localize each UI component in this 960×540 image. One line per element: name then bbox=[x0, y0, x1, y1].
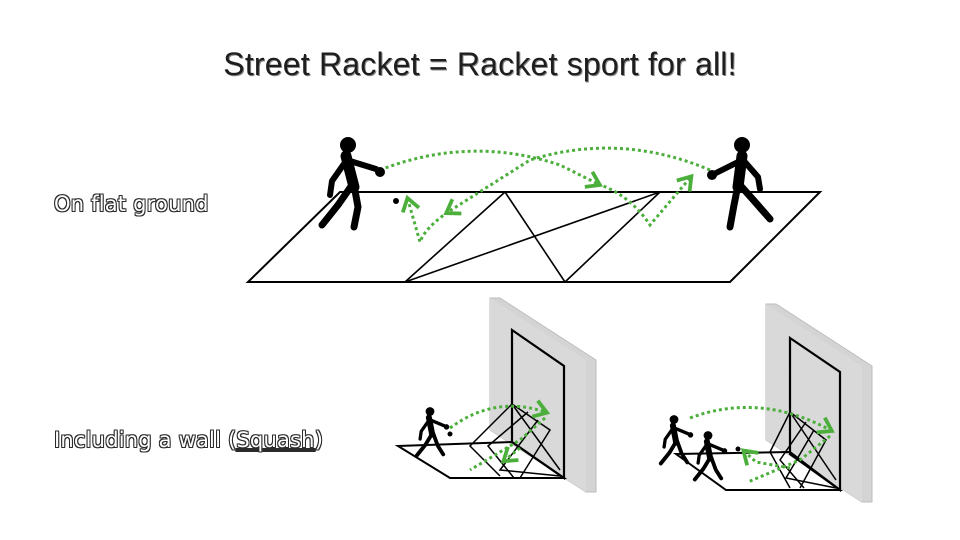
player-figure-icon bbox=[707, 137, 774, 231]
wall-floor bbox=[394, 440, 568, 479]
flat-court-line bbox=[564, 191, 661, 283]
flat-court bbox=[245, 191, 823, 283]
wall-label: Including a wall (Squash) bbox=[54, 428, 323, 452]
page-title: Street Racket = Racket sport for all! bbox=[223, 46, 737, 82]
wall-court-lines bbox=[468, 403, 561, 479]
ball-icon bbox=[735, 446, 741, 452]
wall-label-prefix: Including a wall ( bbox=[54, 428, 237, 452]
ball-icon bbox=[393, 198, 399, 204]
trajectory-path bbox=[747, 434, 831, 484]
trajectory-path bbox=[469, 416, 546, 472]
trajectory-path bbox=[740, 448, 791, 470]
wall-trajectories bbox=[449, 399, 551, 472]
wall-scene-double bbox=[658, 303, 873, 503]
flat-ground-label: On flat ground bbox=[54, 192, 209, 216]
player-figure-icon bbox=[692, 431, 728, 482]
flat-trajectories bbox=[379, 146, 711, 247]
wall-trajectories bbox=[689, 405, 835, 484]
flat-court-line bbox=[404, 191, 661, 283]
player-figure-icon bbox=[414, 407, 450, 458]
trajectory-path bbox=[379, 149, 603, 189]
trajectory-path bbox=[443, 146, 711, 216]
trajectory-path bbox=[401, 194, 449, 247]
ball-icon bbox=[447, 431, 453, 437]
wall-scene-single bbox=[394, 297, 597, 493]
wall-label-squash: Squash bbox=[236, 428, 315, 452]
player-figure-icon bbox=[318, 137, 385, 231]
wall-label-suffix: ) bbox=[314, 428, 324, 452]
trajectory-path bbox=[597, 173, 694, 228]
flat-court-line bbox=[504, 191, 566, 283]
flat-court-line bbox=[404, 191, 506, 283]
player-figure-icon bbox=[658, 415, 694, 466]
trajectory-path bbox=[689, 405, 835, 435]
wall-court-lines bbox=[769, 411, 837, 489]
